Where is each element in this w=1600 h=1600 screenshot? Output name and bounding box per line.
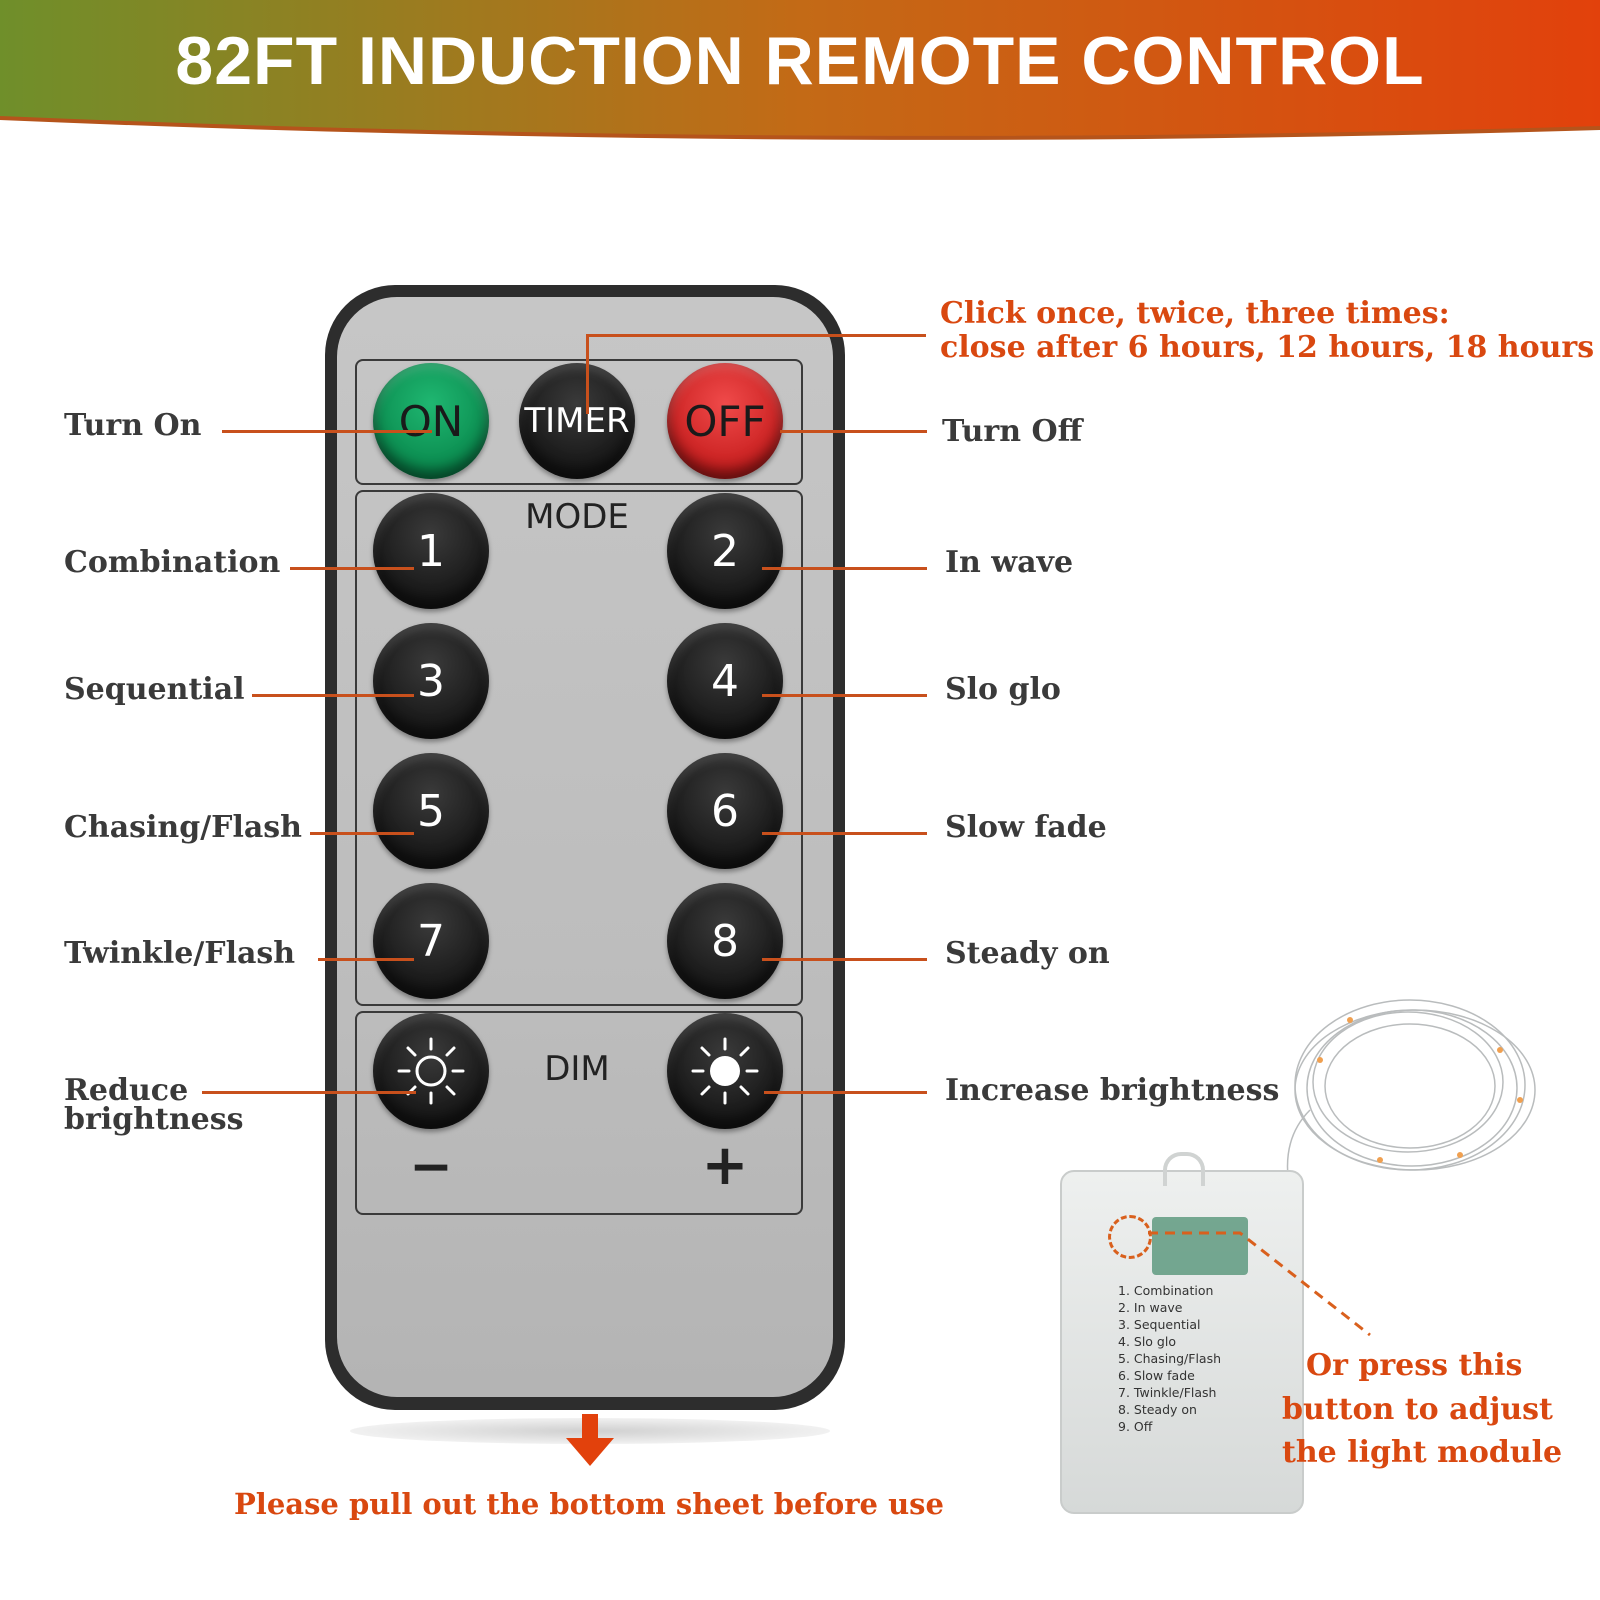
sun-outline-icon xyxy=(397,1037,465,1105)
list-item: 5. Chasing/Flash xyxy=(1118,1351,1222,1366)
list-item: 8. Steady on xyxy=(1118,1402,1197,1417)
page-title: 82FT INDUCTION REMOTE CONTROL xyxy=(175,23,1425,99)
leader-mode-6 xyxy=(762,832,927,835)
leader-on xyxy=(222,430,432,433)
mode-3-button[interactable]: 3 xyxy=(373,623,489,739)
callout-mode-3: Sequential xyxy=(64,672,245,707)
mode-4-button[interactable]: 4 xyxy=(667,623,783,739)
on-button[interactable]: ON xyxy=(373,363,489,479)
callout-mode-4: Slo glo xyxy=(945,672,1061,707)
callout-reduce-line1: Reduce xyxy=(64,1073,189,1108)
dim-decrease-button[interactable] xyxy=(373,1013,489,1129)
callout-mode-5: Chasing/Flash xyxy=(64,810,302,845)
leader-mode-5 xyxy=(310,832,414,835)
callout-turn-off: Turn Off xyxy=(942,414,1083,449)
leader-mode-8 xyxy=(762,958,927,961)
callout-timer-line2: close after 6 hours, 12 hours, 18 hours xyxy=(940,330,1595,365)
leader-mode-3 xyxy=(252,694,414,697)
list-item: 1. Combination xyxy=(1118,1283,1214,1298)
leader-mode-2 xyxy=(762,567,927,570)
dim-panel xyxy=(355,1011,803,1215)
leader-mode-1 xyxy=(290,567,414,570)
mode-1-button[interactable]: 1 xyxy=(373,493,489,609)
mode-6-button[interactable]: 6 xyxy=(667,753,783,869)
remote-face: ON TIMER OFF MODE 1 2 3 4 5 6 7 8 DIM xyxy=(337,297,833,1397)
callout-turn-on: Turn On xyxy=(64,408,202,443)
down-arrow-icon xyxy=(566,1414,614,1466)
callout-module-line3: the light module xyxy=(1282,1435,1563,1470)
sun-filled-icon xyxy=(691,1037,759,1105)
dim-label: DIM xyxy=(544,1049,610,1089)
timer-button[interactable]: TIMER xyxy=(519,363,635,479)
leader-reduce xyxy=(202,1091,416,1094)
circuit-board xyxy=(1152,1217,1248,1275)
banner-background xyxy=(0,0,1600,140)
callout-mode-7: Twinkle/Flash xyxy=(64,936,296,971)
mode-label: MODE xyxy=(525,497,629,537)
callout-module-line1: Or press this xyxy=(1306,1348,1523,1383)
leader-timer-vertical xyxy=(586,334,589,414)
leader-mode-7 xyxy=(318,958,414,961)
callout-timer-line1: Click once, twice, three times: xyxy=(940,296,1450,331)
battery-box-hook xyxy=(1163,1152,1205,1186)
module-dashed-leader xyxy=(1148,1231,1371,1337)
list-item: 6. Slow fade xyxy=(1118,1368,1195,1383)
leader-mode-4 xyxy=(762,694,927,697)
power-panel xyxy=(355,359,803,485)
callout-mode-8: Steady on xyxy=(945,936,1110,971)
mode-5-button[interactable]: 5 xyxy=(373,753,489,869)
header-banner: 82FT INDUCTION REMOTE CONTROL xyxy=(0,0,1600,150)
remote-control: ON TIMER OFF MODE 1 2 3 4 5 6 7 8 DIM xyxy=(325,285,845,1410)
dim-increase-button[interactable] xyxy=(667,1013,783,1129)
list-item: 9. Off xyxy=(1118,1419,1153,1434)
callout-increase: Increase brightness xyxy=(945,1073,1280,1108)
mode-panel xyxy=(355,490,803,1006)
list-item: 7. Twinkle/Flash xyxy=(1118,1385,1217,1400)
off-button[interactable]: OFF xyxy=(667,363,783,479)
mode-7-button[interactable]: 7 xyxy=(373,883,489,999)
callout-mode-2: In wave xyxy=(945,545,1074,580)
minus-sign: − xyxy=(409,1137,453,1197)
leader-off xyxy=(780,430,927,433)
battery-box-mode-list: 1. Combination 2. In wave 3. Sequential … xyxy=(1118,1282,1221,1435)
callout-reduce-line2: brightness xyxy=(64,1102,244,1137)
leader-increase xyxy=(764,1091,927,1094)
plus-sign: + xyxy=(701,1133,749,1198)
callout-module-line2: button to adjust xyxy=(1282,1392,1553,1427)
list-item: 2. In wave xyxy=(1118,1300,1183,1315)
leader-timer-horizontal xyxy=(586,334,926,337)
list-item: 4. Slo glo xyxy=(1118,1334,1176,1349)
module-button[interactable] xyxy=(1108,1215,1152,1259)
callout-mode-6: Slow fade xyxy=(945,810,1107,845)
callout-mode-1: Combination xyxy=(64,545,281,580)
mode-8-button[interactable]: 8 xyxy=(667,883,783,999)
led-string-image xyxy=(1286,999,1536,1191)
callout-pull-sheet: Please pull out the bottom sheet before … xyxy=(234,1487,944,1521)
list-item: 3. Sequential xyxy=(1118,1317,1201,1332)
mode-2-button[interactable]: 2 xyxy=(667,493,783,609)
